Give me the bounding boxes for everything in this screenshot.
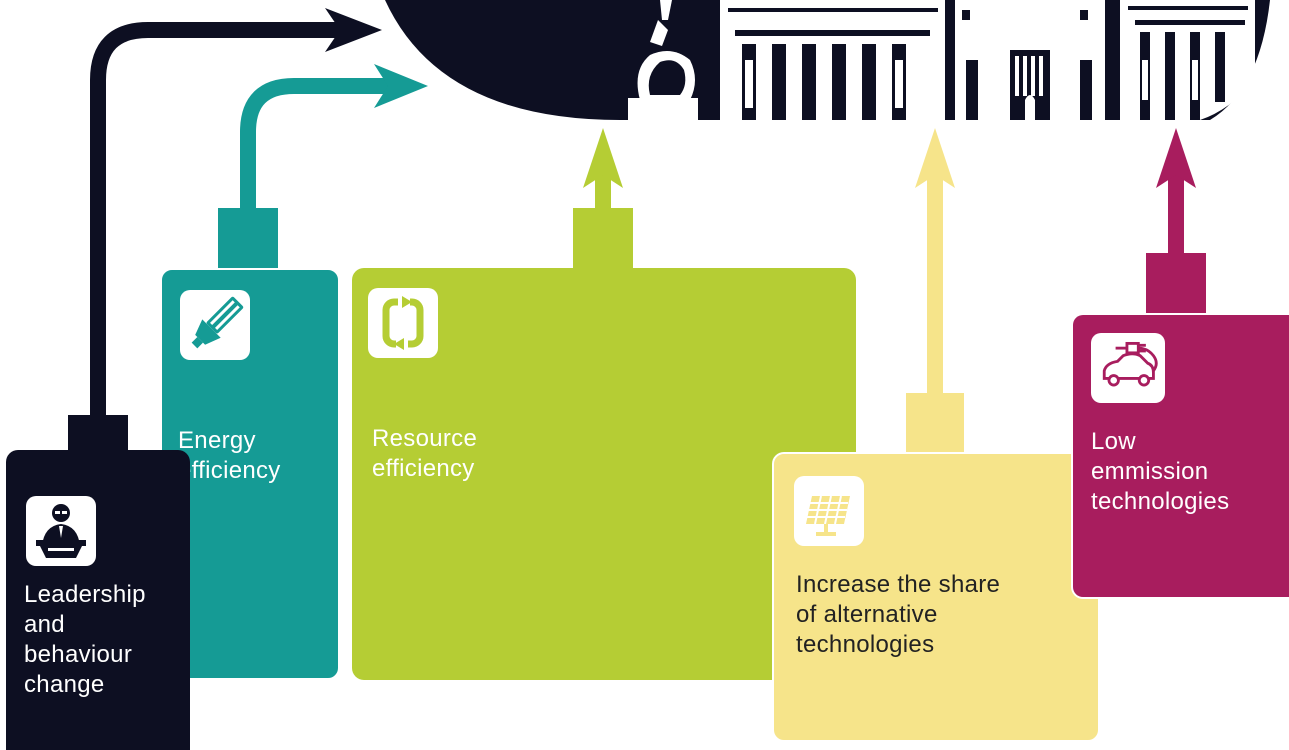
resource-efficiency-label: Resource efficiency: [372, 425, 478, 482]
low-emission-arrow: [1146, 128, 1206, 315]
electric-car-plug-icon: [1091, 333, 1165, 403]
low-emission-box: Low emmission technologies: [1071, 313, 1289, 599]
recycle-arrows-icon: [368, 288, 438, 358]
energy-efficiency-box: Energy efficiency: [160, 268, 340, 680]
resource-arrow: [573, 128, 633, 270]
alternative-arrow: [906, 128, 964, 455]
leadership-label: Leadership and behaviour change: [24, 581, 146, 698]
energy-arrow: [218, 64, 428, 270]
low-emission-label: Low emmission technologies: [1091, 428, 1230, 515]
alternative-technologies-box: Increase the share of alternative techno…: [772, 452, 1100, 742]
leadership-box: Leadership and behaviour change: [6, 450, 190, 750]
energy-efficiency-label: Energy efficiency: [178, 427, 281, 484]
light-bulb-icon: [180, 290, 250, 360]
city-skyline-icon: [385, 0, 1270, 120]
speaker-at-podium-icon: [26, 496, 96, 566]
solar-panel-icon: [794, 476, 864, 546]
alternative-technologies-label: Increase the share of alternative techno…: [796, 571, 1001, 658]
